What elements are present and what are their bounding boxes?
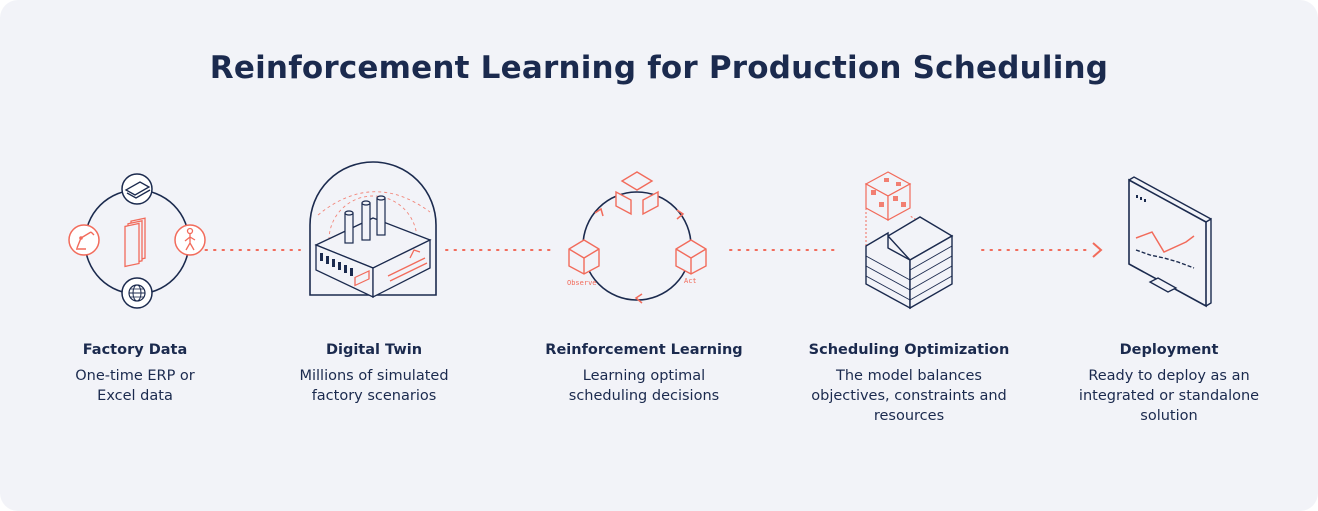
- step-factory-data: Factory Data One-time ERP or Excel data: [20, 342, 250, 406]
- step-title: Factory Data: [82, 342, 188, 358]
- step-scheduling-optimization: Scheduling Optimization The model balanc…: [794, 342, 1024, 426]
- globe-icon: [121, 277, 153, 309]
- cube-icon: [568, 171, 707, 275]
- step-description: Ready to deploy as an integrated or stan…: [1078, 368, 1260, 424]
- observe-label: Observe: [567, 279, 597, 287]
- arrow-right-icon: [1092, 242, 1103, 258]
- step-description: Learning optimal scheduling decisions: [568, 368, 720, 404]
- robot-arm-icon: [68, 224, 100, 256]
- step-description: The model balances objectives, constrain…: [811, 368, 1007, 424]
- step-description: One-time ERP or Excel data: [75, 368, 195, 404]
- step-reinforcement-learning: Reinforcement Learning Learning optimal …: [529, 342, 759, 406]
- brick-block-icon: [864, 171, 954, 310]
- document-stack-icon: [124, 217, 146, 268]
- step-title: Deployment: [1119, 342, 1219, 358]
- step-title: Digital Twin: [325, 342, 423, 358]
- factory-data-illustration: [68, 173, 206, 309]
- act-label: Act: [684, 277, 697, 285]
- step-digital-twin: Digital Twin Millions of simulated facto…: [259, 342, 489, 406]
- rl-loop-illustration: Observe Act: [567, 171, 707, 304]
- step-title: Reinforcement Learning: [545, 342, 743, 358]
- page-title: Reinforcement Learning for Production Sc…: [209, 50, 1109, 86]
- step-title: Scheduling Optimization: [808, 342, 1010, 358]
- step-description: Millions of simulated factory scenarios: [299, 368, 449, 404]
- step-deployment: Deployment Ready to deploy as an integra…: [1054, 342, 1284, 426]
- factory-icon: [309, 161, 437, 299]
- worker-icon: [174, 224, 206, 256]
- monitor-chart-icon: [1128, 176, 1212, 308]
- laptop-icon: [121, 173, 153, 205]
